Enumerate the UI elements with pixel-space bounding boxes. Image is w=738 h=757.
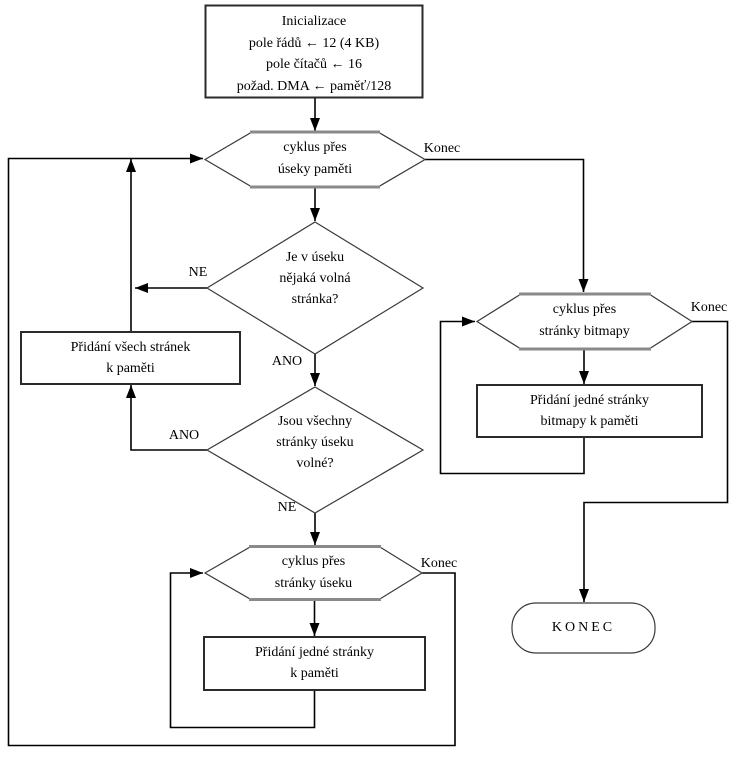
edge-all-free-yes-to-add-all: [126, 385, 207, 451]
add-one-line-1: Přidání jedné stránky: [255, 645, 374, 660]
page-loop-text: cyklus přes stránky úseku: [205, 551, 422, 595]
add-bitmap-line-1: Přidání jedné stránky: [530, 393, 649, 408]
segment-loop-text: cyklus přes úseky paměti: [205, 137, 425, 181]
edge-add-one-back-to-page-loop: [169, 568, 316, 729]
end-terminator-shape: [511, 602, 656, 654]
free-page-line-1: Je v úseku: [285, 250, 345, 265]
edge-label-bitmap-loop-end: Konec: [690, 300, 728, 315]
edge-label-page-loop-end: Konec: [420, 556, 458, 571]
init-line-1: Inicializace: [281, 14, 347, 29]
free-page-decision-shape: [205, 221, 425, 355]
edge-page-loop-end-back-to-segment-loop: [7, 153, 456, 747]
add-one-page-text: Přidání jedné stránky k paměti: [204, 642, 425, 684]
free-page-line-3: stránka?: [291, 292, 339, 307]
init-box-text: Inicializace pole řádů ← 12 (4 KB) pole …: [206, 11, 422, 97]
edge-add-bitmap-back-to-bitmap-loop: [439, 316, 585, 475]
add-one-line-2: k paměti: [290, 666, 339, 681]
edge-label-all-free-no: NE: [277, 500, 297, 515]
bitmap-loop-line-2: stránky bitmapy: [539, 324, 630, 339]
all-free-line-1: Jsou všechny: [277, 414, 353, 429]
init-line-3: pole čítačů ← 16: [265, 57, 363, 72]
all-free-line-2: stránky úseku: [276, 435, 354, 450]
add-bitmap-line-2: bitmapy k paměti: [540, 414, 639, 429]
page-loop-line-2: stránky úseku: [274, 576, 353, 591]
add-all-line-1: Přidání všech stránek: [70, 340, 191, 355]
free-page-decision-text: Je v úseku nějaká volná stránka?: [207, 247, 423, 310]
edge-label-free-page-yes: ANO: [271, 354, 303, 369]
edge-segment-loop-end-to-bitmap-loop: [425, 158, 589, 292]
all-free-line-3: volné?: [296, 456, 334, 471]
edge-label-segment-loop-end: Konec: [423, 141, 461, 156]
init-box-shape: [204, 4, 424, 99]
add-bitmap-page-text: Přidání jedné stránky bitmapy k paměti: [477, 390, 702, 432]
free-page-line-2: nějaká volná: [279, 271, 351, 286]
edge-label-all-free-yes: ANO: [168, 428, 200, 443]
segment-loop-line-1: cyklus přes: [283, 140, 347, 155]
page-loop-line-1: cyklus přes: [281, 554, 346, 569]
add-all-pages-text: Přidání všech stránek k paměti: [21, 337, 240, 379]
end-terminator-label: KONEC: [551, 620, 616, 635]
segment-loop-line-2: úseky paměti: [277, 162, 353, 177]
add-one-page-box-shape: [203, 636, 426, 691]
add-all-line-2: k paměti: [106, 361, 155, 376]
init-line-4: požad. DMA ← paměť/128: [236, 78, 392, 94]
edge-bitmap-loop-end-to-end: [579, 320, 729, 602]
bitmap-loop-text: cyklus přes stránky bitmapy: [477, 299, 692, 343]
bitmap-loop-line-1: cyklus přes: [552, 302, 617, 317]
add-bitmap-page-box-shape: [476, 384, 703, 438]
all-free-decision-shape: [205, 386, 425, 514]
add-all-pages-box-shape: [20, 331, 241, 385]
all-free-decision-text: Jsou všechny stránky úseku volné?: [207, 411, 423, 474]
edge-label-free-page-no: NE: [188, 265, 208, 280]
init-line-2: pole řádů ← 12 (4 KB): [248, 35, 380, 51]
